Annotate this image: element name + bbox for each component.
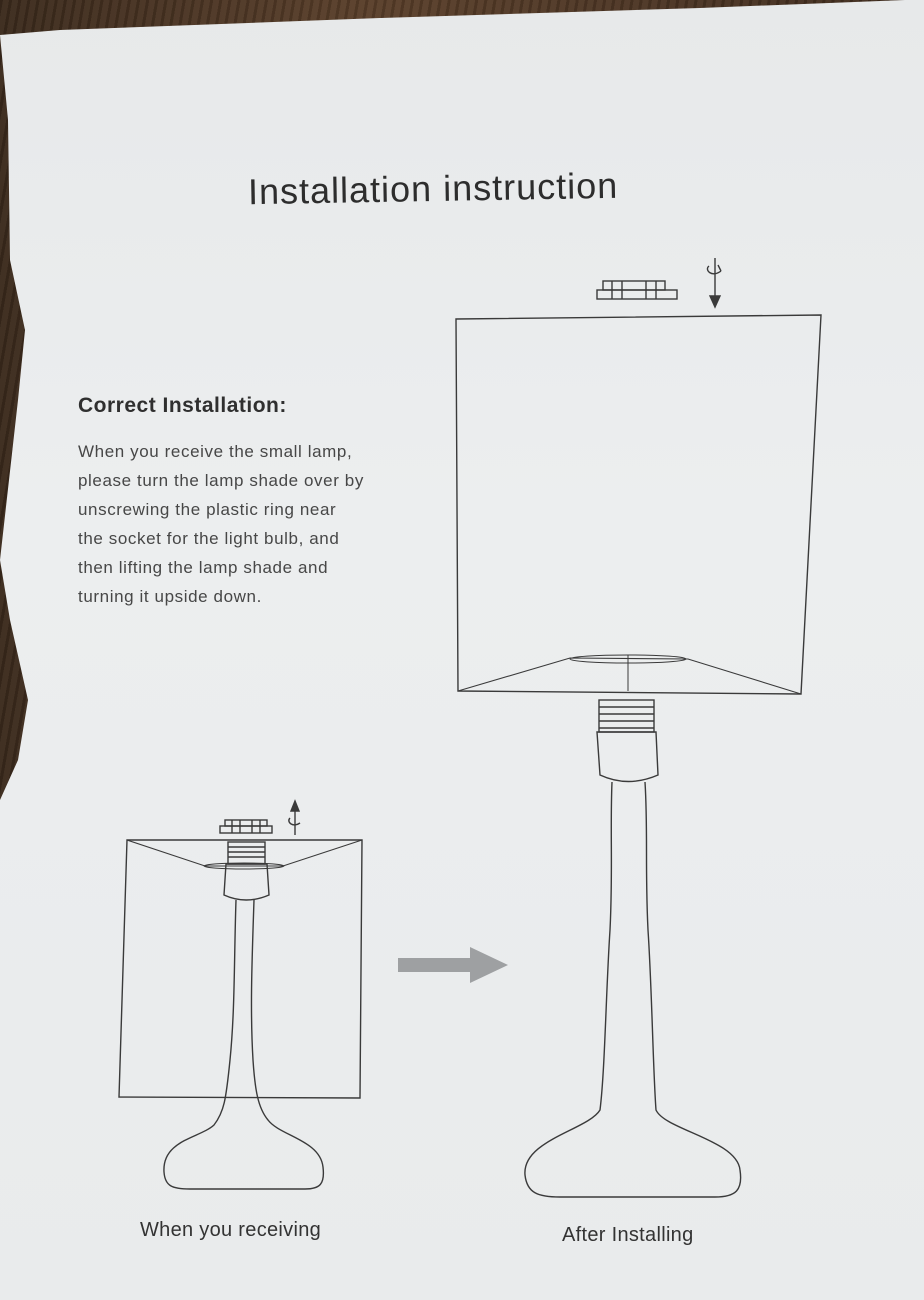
instruction-body: When you receive the small lamp, please … xyxy=(78,437,418,611)
body-line: unscrewing the plastic ring near xyxy=(78,500,337,519)
rotate-down-arrow-icon xyxy=(706,258,722,309)
section-heading: Correct Installation: xyxy=(78,394,287,417)
caption-before: When you receiving xyxy=(140,1219,322,1241)
plastic-ring-icon xyxy=(219,819,273,834)
body-line: turning it upside down. xyxy=(78,587,262,606)
plastic-ring-icon xyxy=(596,280,678,300)
bulb-socket xyxy=(223,841,270,901)
caption-after: After Installing xyxy=(562,1224,694,1246)
rotate-up-arrow-icon xyxy=(288,799,301,835)
right-arrow-icon xyxy=(398,947,508,983)
body-line: When you receive the small lamp, xyxy=(78,442,353,461)
body-line: the socket for the light bulb, and xyxy=(78,529,340,548)
body-line: please turn the lamp shade over by xyxy=(78,471,364,490)
body-line: then lifting the lamp shade and xyxy=(78,558,329,577)
lamp-shade-upright xyxy=(455,314,822,695)
bulb-socket xyxy=(596,699,659,783)
lamp-shade-before xyxy=(118,839,363,1099)
lamp-base-after xyxy=(524,781,742,1198)
lamp-base-before xyxy=(163,899,325,1190)
